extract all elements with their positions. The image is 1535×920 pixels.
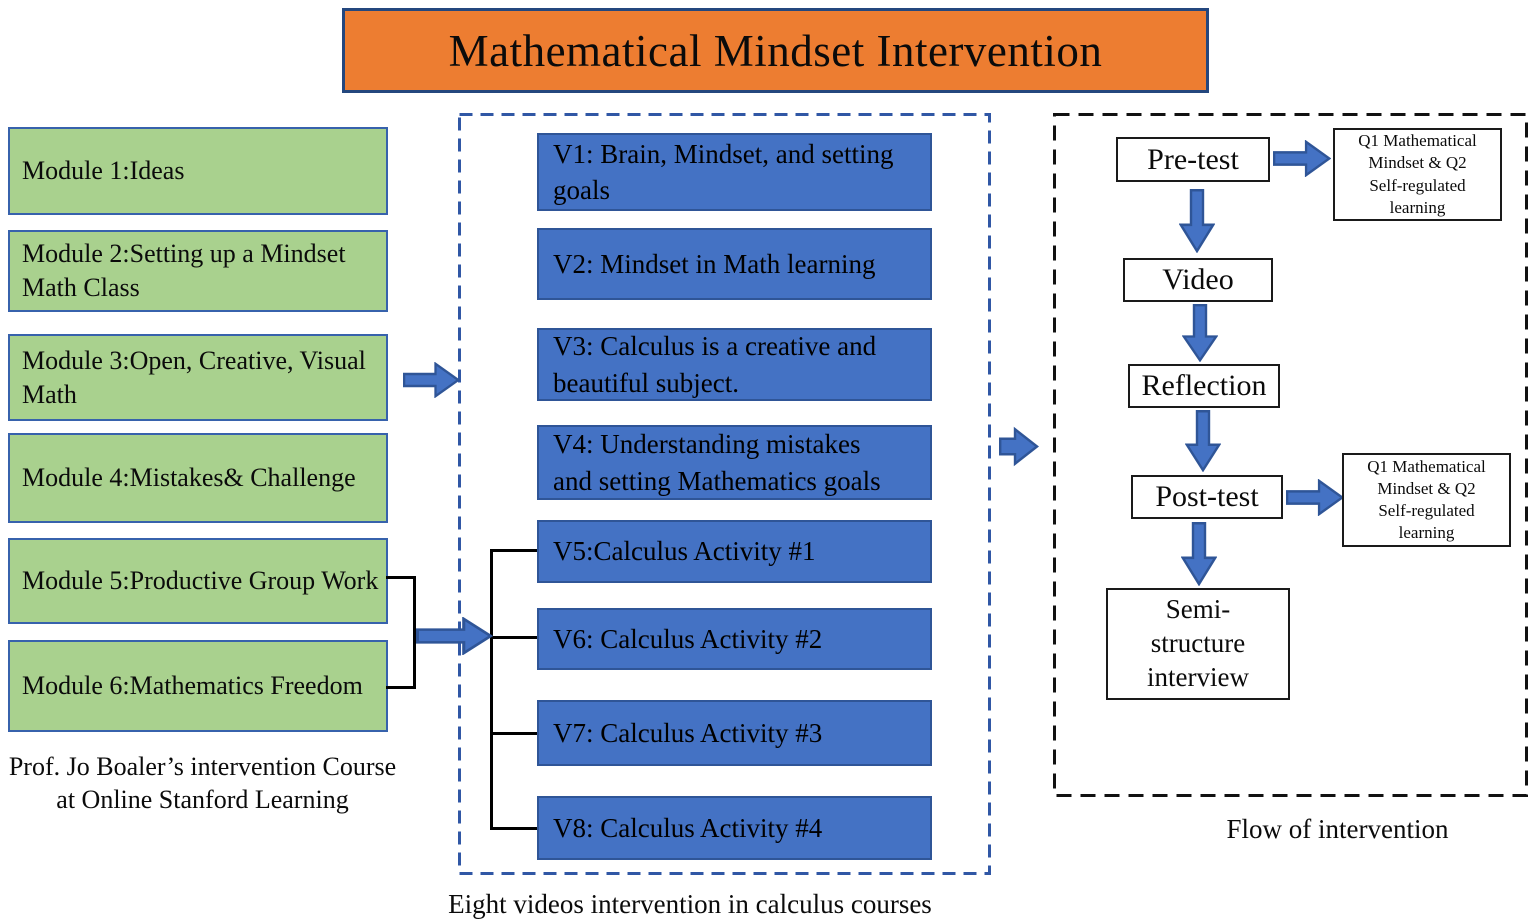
- flow-caption: Flow of intervention: [1226, 814, 1449, 844]
- video-v6-box: V6: Calculus Activity #2: [537, 608, 932, 670]
- arrow-down-icon: [1181, 522, 1217, 586]
- arrow-right-icon: [1273, 140, 1331, 177]
- arrow-down-icon: [1185, 410, 1221, 472]
- video-v7-label: V7: Calculus Activity #3: [553, 717, 823, 748]
- left-column-caption: Prof. Jo Boaler’s intervention Course at…: [8, 752, 397, 814]
- video-v2-label: V2: Mindset in Math learning: [553, 248, 876, 279]
- connector-line-v7: [490, 732, 537, 735]
- video-v7-box: V7: Calculus Activity #3: [537, 700, 932, 766]
- flow-step-pretest: Pre-test: [1116, 137, 1270, 182]
- module-4-box: Module 4:Mistakes& Challenge: [8, 433, 388, 523]
- arrow-right-icon: [999, 425, 1039, 468]
- video-v5-box: V5:Calculus Activity #1: [537, 520, 932, 583]
- videos-dashed-container: [458, 113, 991, 875]
- module-1-label: Module 1:Ideas: [22, 156, 185, 186]
- questionnaire-pretest-box: Q1 Mathematical Mindset & Q2 Self-regula…: [1333, 128, 1502, 221]
- module-3-box: Module 3:Open, Creative, Visual Math: [8, 334, 388, 421]
- video-v1-box: V1: Brain, Mindset, and setting goals: [537, 133, 932, 211]
- module-4-label: Module 4:Mistakes& Challenge: [22, 463, 356, 493]
- video-v8-label: V8: Calculus Activity #4: [553, 812, 823, 843]
- module-6-box: Module 6:Mathematics Freedom: [8, 640, 388, 732]
- module-6-label: Module 6:Mathematics Freedom: [22, 671, 363, 701]
- videos-caption: Eight videos intervention in calculus co…: [448, 889, 932, 919]
- connector-line-videos-vertical: [490, 549, 493, 830]
- connector-line-v5: [490, 549, 537, 552]
- video-v2-box: V2: Mindset in Math learning: [537, 228, 932, 300]
- flow-step-video: Video: [1123, 258, 1273, 302]
- questionnaire-posttest-box: Q1 Mathematical Mindset & Q2 Self-regula…: [1342, 453, 1511, 547]
- arrow-right-icon: [1286, 479, 1344, 516]
- connector-line-modules-vertical: [413, 576, 416, 689]
- arrow-down-icon: [1182, 304, 1218, 362]
- video-v3-box: V3: Calculus is a creative and beautiful…: [537, 328, 932, 401]
- module-5-box: Module 5:Productive Group Work: [8, 538, 388, 624]
- video-v3-label: V3: Calculus is a creative and beautiful…: [553, 331, 877, 398]
- video-v5-label: V5:Calculus Activity #1: [553, 536, 816, 567]
- connector-line-module5: [386, 576, 415, 579]
- flow-step-posttest: Post-test: [1131, 475, 1283, 519]
- flow-step-reflection: Reflection: [1128, 364, 1280, 408]
- arrow-down-icon: [1179, 189, 1215, 253]
- module-2-box: Module 2:Setting up a Mindset Math Class: [8, 230, 388, 312]
- video-v8-box: V8: Calculus Activity #4: [537, 796, 932, 860]
- connector-line-v8: [490, 827, 537, 830]
- connector-line-v6: [490, 636, 537, 639]
- video-v6-label: V6: Calculus Activity #2: [553, 623, 823, 654]
- module-1-box: Module 1:Ideas: [8, 127, 388, 215]
- arrow-right-icon: [416, 617, 493, 655]
- diagram-title: Mathematical Mindset Intervention: [342, 8, 1209, 93]
- module-2-label: Module 2:Setting up a Mindset Math Class: [22, 239, 346, 302]
- module-5-label: Module 5:Productive Group Work: [22, 566, 379, 596]
- connector-line-module6: [386, 686, 415, 689]
- module-3-label: Module 3:Open, Creative, Visual Math: [22, 345, 366, 409]
- video-v4-label: V4: Understanding mistakes and setting M…: [553, 429, 881, 496]
- arrow-right-icon: [403, 362, 460, 398]
- flow-step-interview: Semi- structure interview: [1106, 588, 1290, 700]
- video-v4-box: V4: Understanding mistakes and setting M…: [537, 425, 932, 500]
- video-v1-label: V1: Brain, Mindset, and setting goals: [553, 138, 894, 205]
